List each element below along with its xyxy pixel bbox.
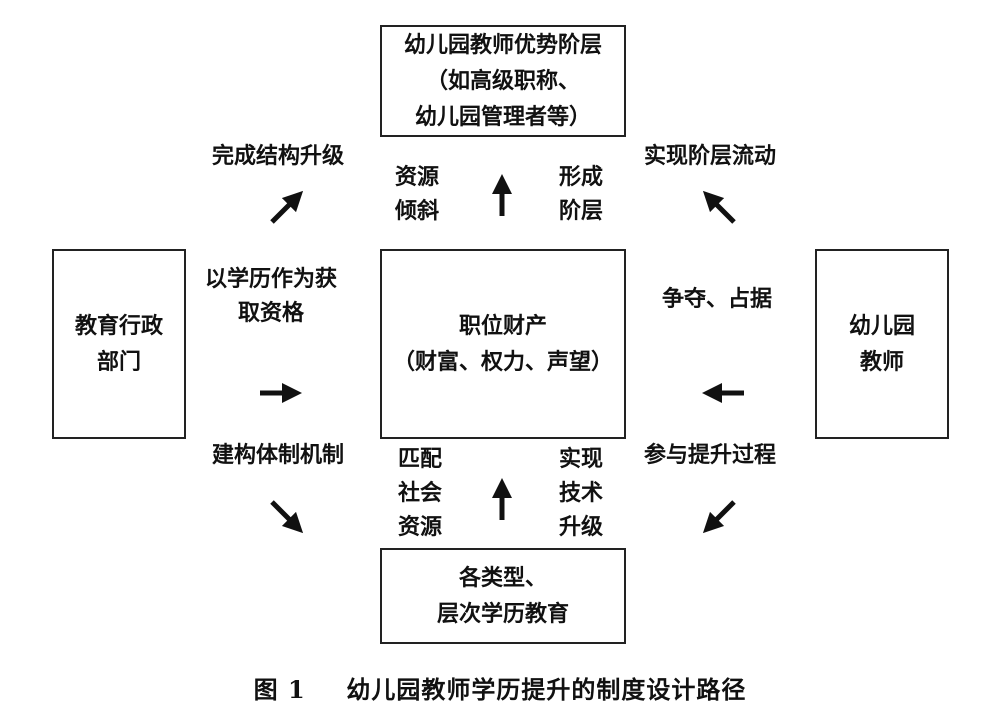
left-box-line-2: 部门 <box>96 349 141 375</box>
top-box-advantaged-class: 幼儿园教师优势阶层 （如高级职称、 幼儿园管理者等） <box>380 25 626 137</box>
figure-number: 图 1 <box>253 675 306 704</box>
arrow-up-left-icon <box>702 190 736 224</box>
arrow-down-left-icon <box>702 500 736 534</box>
label-build-mechanism: 建构体制机制 <box>212 442 345 468</box>
label-form-class: 形成 阶层 <box>559 160 603 228</box>
right-box-kindergarten-teachers: 幼儿园 教师 <box>815 249 949 439</box>
label-form-class-1: 形成 <box>559 164 604 190</box>
label-degree-line-2: 取资格 <box>238 300 305 326</box>
label-degree-as-qualification: 以学历作为获 取资格 <box>205 262 337 330</box>
left-box-line-1: 教育行政 <box>74 313 163 339</box>
label-degree-line-1: 以学历作为获 <box>205 266 338 292</box>
label-match-resources: 匹配 社会 资源 <box>398 442 442 544</box>
right-box-line-2: 教师 <box>859 349 904 375</box>
figure-title: 幼儿园教师学历提升的制度设计路径 <box>346 675 747 704</box>
label-resource-tilt: 资源 倾斜 <box>395 160 439 228</box>
label-tech-3: 升级 <box>559 514 604 540</box>
label-resource-tilt-2: 倾斜 <box>395 198 440 224</box>
label-tech-1: 实现 <box>559 446 604 472</box>
top-box-line-2: （如高级职称、 <box>425 68 580 94</box>
label-resource-tilt-1: 资源 <box>395 164 440 190</box>
bottom-box-degree-education: 各类型、 层次学历教育 <box>380 548 626 644</box>
arrow-left-icon <box>702 383 744 403</box>
label-match-1: 匹配 <box>398 446 443 472</box>
center-box-line-2: （财富、权力、声望） <box>392 349 613 375</box>
label-class-mobility: 实现阶层流动 <box>644 143 777 169</box>
label-match-2: 社会 <box>398 480 443 506</box>
label-compete-occupy: 争夺、占据 <box>662 286 773 312</box>
label-participate-process: 参与提升过程 <box>644 442 777 468</box>
arrow-up-right-icon <box>270 190 304 224</box>
top-box-line-3: 幼儿园管理者等） <box>414 104 591 130</box>
center-box-position-property: 职位财产 （财富、权力、声望） <box>380 249 626 439</box>
arrow-up-bottom-icon <box>492 478 512 520</box>
label-form-class-2: 阶层 <box>559 198 604 224</box>
arrow-down-right-icon <box>270 500 304 534</box>
center-box-line-1: 职位财产 <box>458 313 547 339</box>
label-complete-structure-upgrade: 完成结构升级 <box>212 143 345 169</box>
label-tech-2: 技术 <box>559 480 604 506</box>
bottom-box-line-2: 层次学历教育 <box>436 601 569 627</box>
top-box-line-1: 幼儿园教师优势阶层 <box>403 32 602 58</box>
label-tech-upgrade: 实现 技术 升级 <box>559 442 603 544</box>
left-box-education-department: 教育行政 部门 <box>52 249 186 439</box>
bottom-box-line-1: 各类型、 <box>458 565 547 591</box>
right-box-line-1: 幼儿园 <box>848 313 915 339</box>
label-match-3: 资源 <box>398 514 443 540</box>
figure-caption: 图 1 幼儿园教师学历提升的制度设计路径 <box>0 670 1000 705</box>
arrow-right-icon <box>260 383 302 403</box>
arrow-up-center-icon <box>492 174 512 216</box>
